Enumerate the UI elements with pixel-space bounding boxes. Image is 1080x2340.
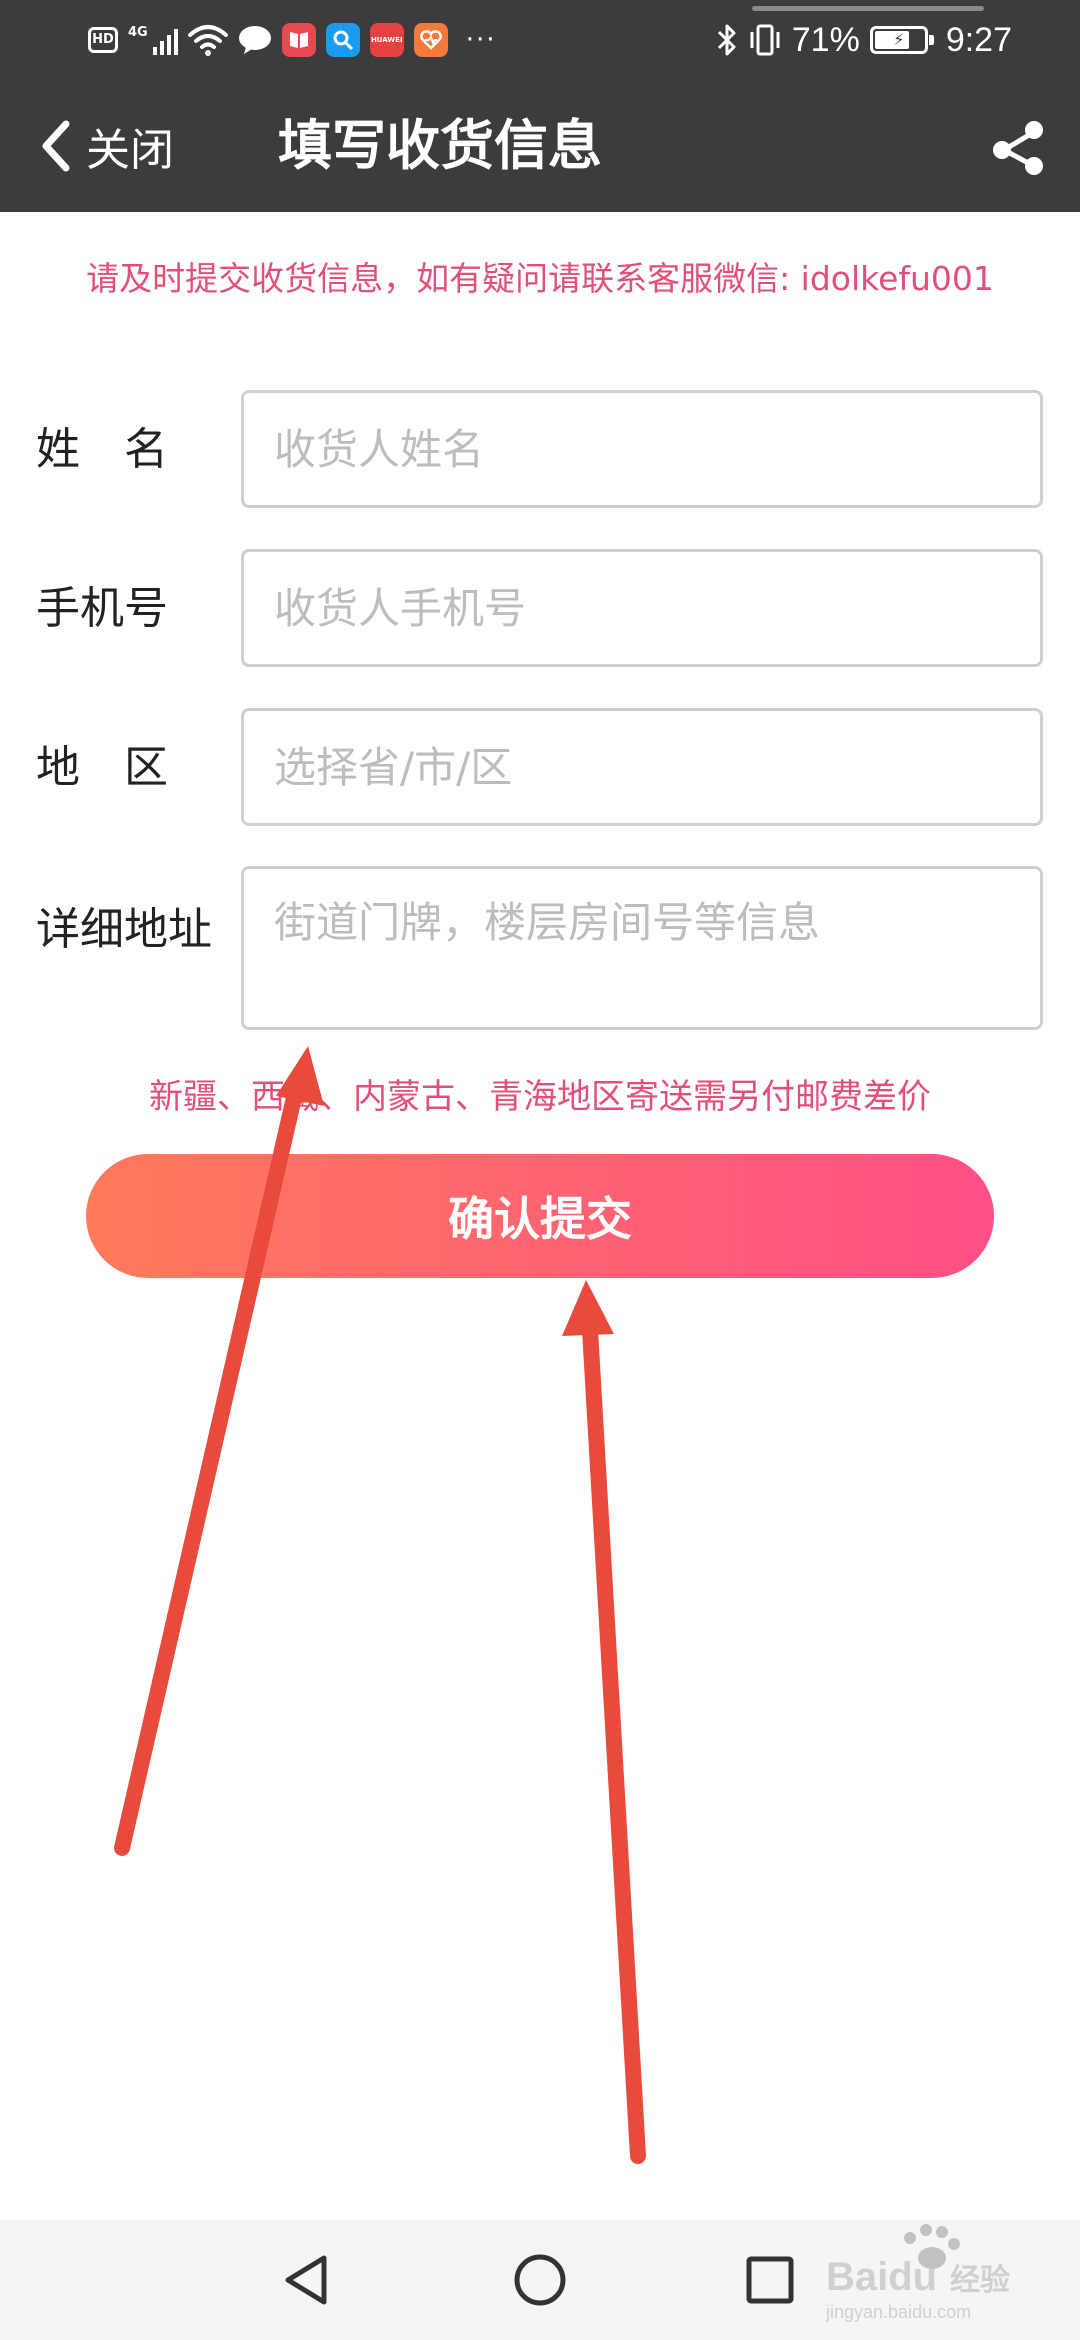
arrow-to-submit-button [562, 1280, 646, 2164]
page-title: 填写收货信息 [278, 114, 602, 177]
bluetooth-icon [717, 24, 736, 56]
nav-back-icon [285, 2255, 327, 2305]
search-app-icon [325, 23, 360, 57]
region-label: 地 区 [36, 742, 168, 793]
more-notifications-icon: ··· [465, 25, 497, 55]
system-nav-bar [0, 2220, 1080, 2340]
status-left: HD 4G [88, 18, 497, 62]
name-label: 姓 名 [36, 424, 168, 475]
chevron-left-icon [42, 120, 70, 172]
app-header: HD 4G [0, 0, 1080, 212]
share-icon [993, 121, 1043, 175]
address-label: 详细地址 [36, 904, 212, 955]
battery-percent: 71% [791, 20, 860, 59]
submit-button[interactable]: 确认提交 [86, 1154, 994, 1278]
remote-area-notice: 新疆、西藏、内蒙古、青海地区寄送需另付邮费差价 [149, 1077, 931, 1117]
network-type-label: 4G [128, 25, 148, 40]
nav-recents-button[interactable] [730, 2240, 810, 2320]
health-app-icon [413, 23, 448, 57]
charging-icon: ⚡ [893, 30, 905, 49]
nav-home-button[interactable] [500, 2240, 580, 2320]
share-button[interactable] [988, 116, 1052, 180]
contact-notice: 请及时提交收货信息，如有疑问请联系客服微信: idolkefu001 [86, 259, 994, 298]
phone-input[interactable] [241, 549, 1043, 667]
huawei-store-icon: HUAWEI [369, 23, 404, 57]
svg-text:Baidu: Baidu [826, 2255, 937, 2299]
status-right: 71% ⚡ 9:27 [716, 14, 1012, 66]
svg-text:jingyan.baidu.com: jingyan.baidu.com [825, 2302, 971, 2322]
svg-text:经验: 经验 [950, 2263, 1010, 2298]
close-label: 关闭 [86, 125, 174, 176]
region-picker[interactable] [241, 708, 1043, 826]
hd-icon: HD [88, 27, 118, 53]
status-bar: HD 4G [0, 0, 1080, 80]
vibrate-icon [750, 24, 780, 56]
toolbar: 关闭 填写收货信息 [0, 80, 1080, 212]
reader-app-icon [281, 23, 316, 57]
message-icon [238, 26, 271, 54]
baidu-jingyan-watermark: Baidu 经验 jingyan.baidu.com [825, 2224, 1010, 2322]
name-input[interactable] [241, 390, 1043, 508]
nav-back-button[interactable] [268, 2240, 348, 2320]
phone-label: 手机号 [36, 583, 168, 634]
window-drag-handle[interactable] [752, 6, 984, 11]
cellular-signal-icon: 4G [128, 25, 178, 55]
nav-recents-icon [746, 2256, 794, 2304]
clock: 9:27 [945, 20, 1012, 59]
address-textarea[interactable] [241, 866, 1043, 1030]
battery-icon: ⚡ [869, 26, 934, 54]
close-button[interactable]: 关闭 [38, 110, 174, 182]
nav-home-icon [514, 2254, 566, 2306]
wifi-icon [187, 25, 228, 56]
